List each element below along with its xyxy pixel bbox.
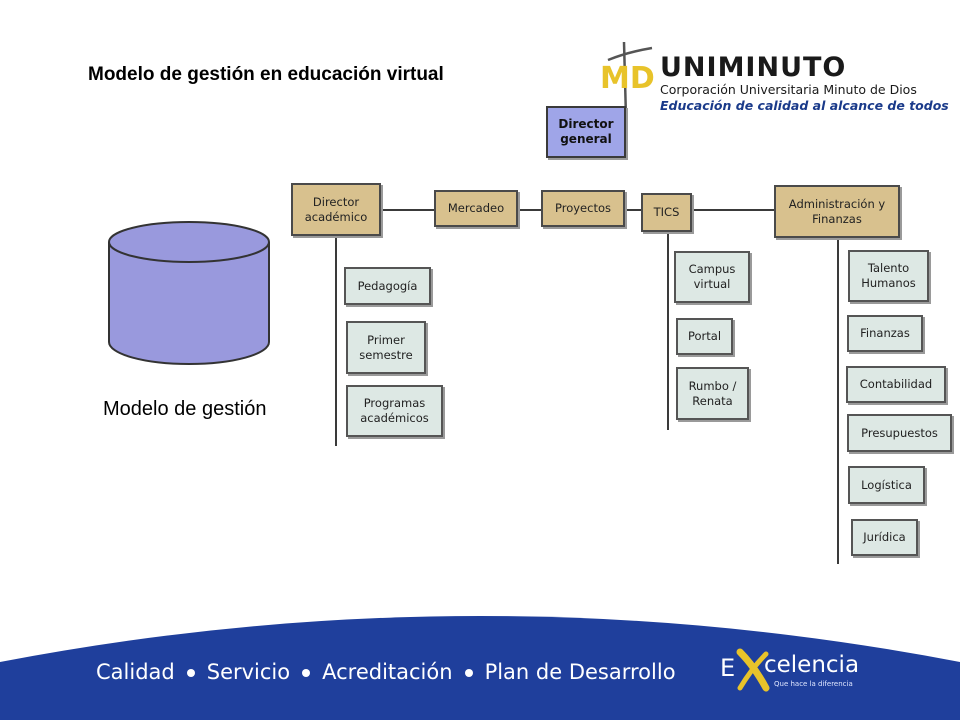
footer-item-acreditacion: Acreditación	[322, 660, 453, 684]
bullet-icon	[186, 669, 195, 677]
uniminuto-mark-icon: MD	[600, 41, 655, 119]
footer-item-servicio: Servicio	[206, 660, 291, 684]
rumbo-renata-box: Rumbo / Renata	[676, 367, 749, 420]
tics-box: TICS	[641, 193, 692, 232]
slide-title: Modelo de gestión en educación virtual	[88, 64, 444, 85]
finanzas-box: Finanzas	[847, 315, 923, 352]
logo-mark-text: MD	[600, 61, 655, 96]
footer-item-plan: Plan de Desarrollo	[484, 660, 676, 684]
academico-vertical-line	[335, 236, 337, 446]
logo-subtitle: Corporación Universitaria Minuto de Dios	[660, 82, 917, 97]
excelencia-tagline: Que hace la diferencia	[774, 680, 853, 688]
contabilidad-box: Contabilidad	[846, 366, 946, 403]
footer-wave	[0, 616, 960, 720]
primer-semestre-box: Primer semestre	[346, 321, 426, 374]
cylinder-caption: Modelo de gestión	[103, 398, 267, 420]
excelencia-e: E	[720, 654, 736, 682]
bullet-icon	[464, 669, 473, 677]
pedagogia-box: Pedagogía	[344, 267, 431, 305]
presupuestos-box: Presupuestos	[847, 414, 952, 452]
logo-brand: UNIMINUTO	[660, 52, 847, 83]
excelencia-word: celencia	[764, 652, 860, 678]
director-general-box: Director general	[546, 106, 626, 158]
footer-item-calidad: Calidad	[96, 660, 175, 684]
administracion-box: Administración y Finanzas	[774, 185, 900, 238]
logo-slogan: Educación de calidad al alcance de todos	[660, 98, 949, 113]
proyectos-box: Proyectos	[541, 190, 625, 227]
bullet-icon	[302, 669, 311, 677]
campus-virtual-box: Campus virtual	[674, 251, 750, 303]
tics-vertical-line	[667, 232, 669, 430]
footer-slogan: Calidad Servicio Acreditación Plan de Desar…	[96, 660, 676, 684]
director-academico-box: Director académico	[291, 183, 381, 236]
excelencia-logo: E celencia Que hace la diferencia	[716, 648, 866, 694]
logistica-box: Logística	[848, 466, 925, 504]
portal-box: Portal	[676, 318, 733, 355]
mercadeo-box: Mercadeo	[434, 190, 518, 227]
database-cylinder-icon	[108, 221, 270, 365]
programas-academicos-box: Programas académicos	[346, 385, 443, 437]
admin-vertical-line	[837, 238, 839, 564]
excelencia-x-icon	[736, 648, 770, 692]
talento-humanos-box: Talento Humanos	[848, 250, 929, 302]
uniminuto-logo: MD UNIMINUTO Corporación Universitaria M…	[598, 38, 949, 124]
juridica-box: Jurídica	[851, 519, 918, 556]
